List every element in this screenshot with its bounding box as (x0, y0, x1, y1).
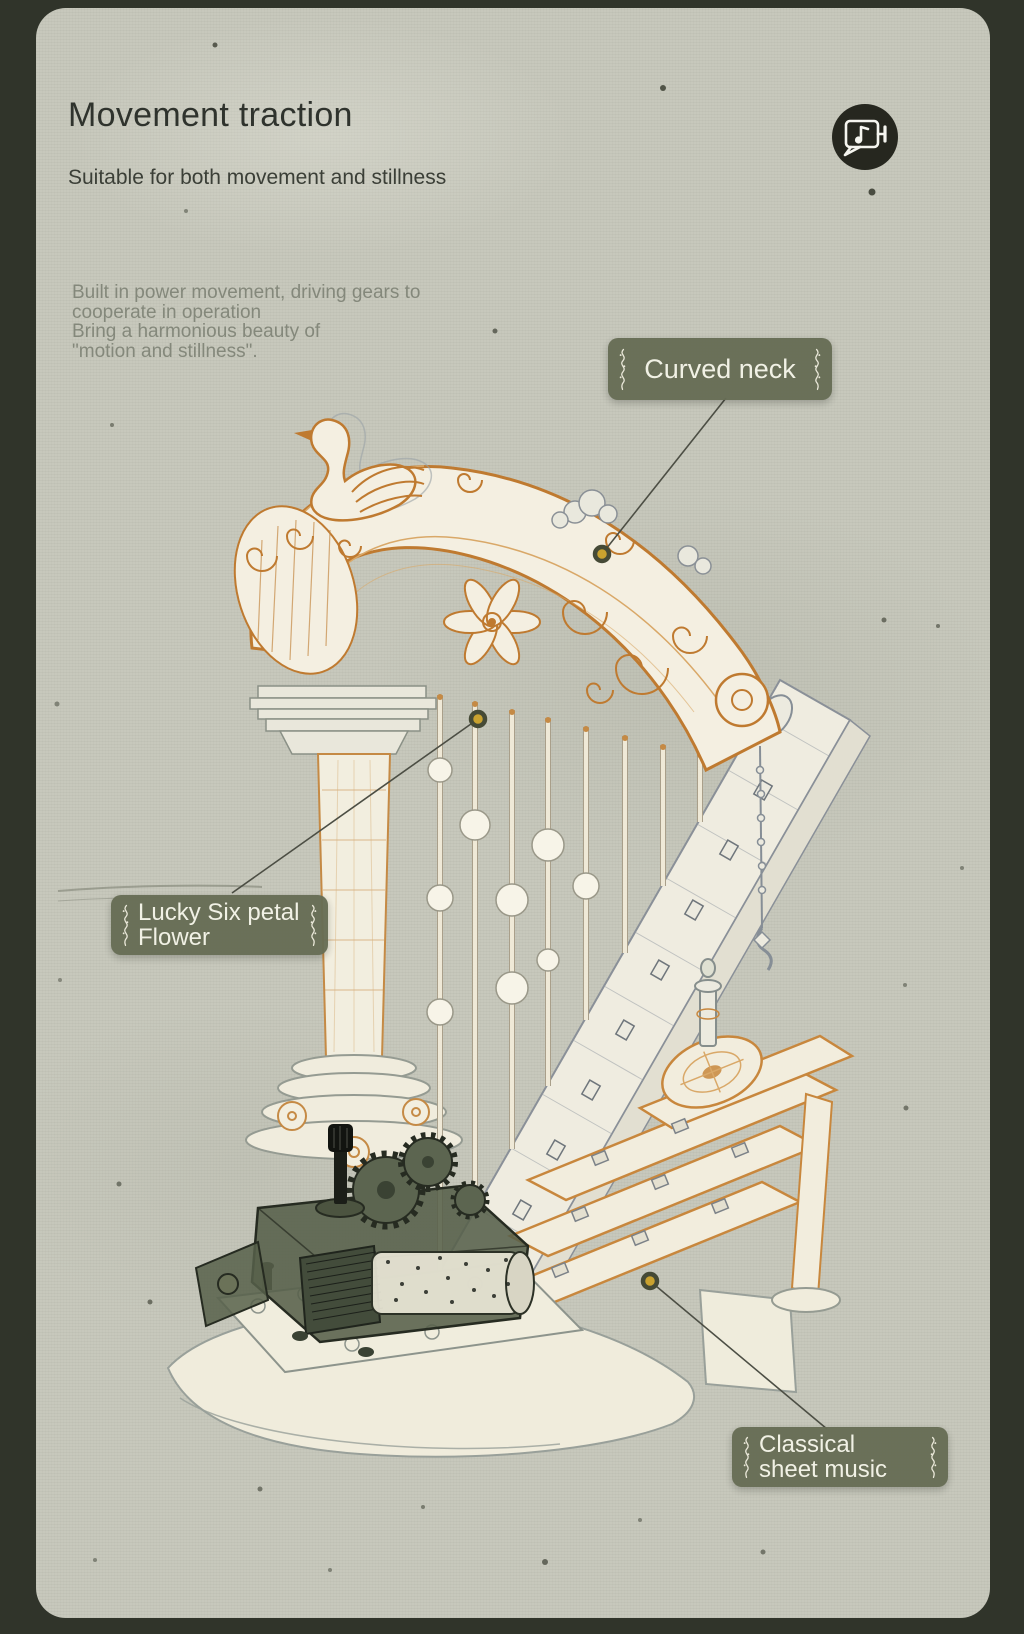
callout-label: Curved neck (644, 353, 796, 384)
description-line: Bring a harmonious beauty of (72, 321, 321, 342)
page-subtitle: Suitable for both movement and stillness (68, 166, 447, 189)
flourish-icon (619, 348, 626, 391)
description: Built in power movement, driving gears t… (72, 283, 421, 361)
flourish-icon (122, 904, 129, 947)
flourish-icon (743, 1436, 750, 1479)
music-box-crank-icon (843, 119, 887, 157)
callout-label: Classical sheet music (759, 1431, 888, 1483)
callout-curved-neck: Curved neck (608, 338, 832, 400)
page-title: Movement traction (68, 96, 353, 134)
callout-classical-sheet-music: Classical sheet music (732, 1427, 948, 1487)
flourish-icon (930, 1436, 937, 1479)
callout-lucky-six-petal-flower: Lucky Six petal Flower (111, 895, 328, 955)
flourish-icon (814, 348, 821, 391)
callout-label: Lucky Six petal Flower (138, 899, 300, 951)
paper-card (36, 8, 990, 1618)
music-box-badge (832, 104, 898, 170)
description-line: "motion and stillness". (72, 340, 258, 362)
description-line: cooperate in operation (72, 301, 262, 323)
flourish-icon (310, 904, 317, 947)
description-line: Built in power movement, driving gears t… (72, 282, 421, 303)
